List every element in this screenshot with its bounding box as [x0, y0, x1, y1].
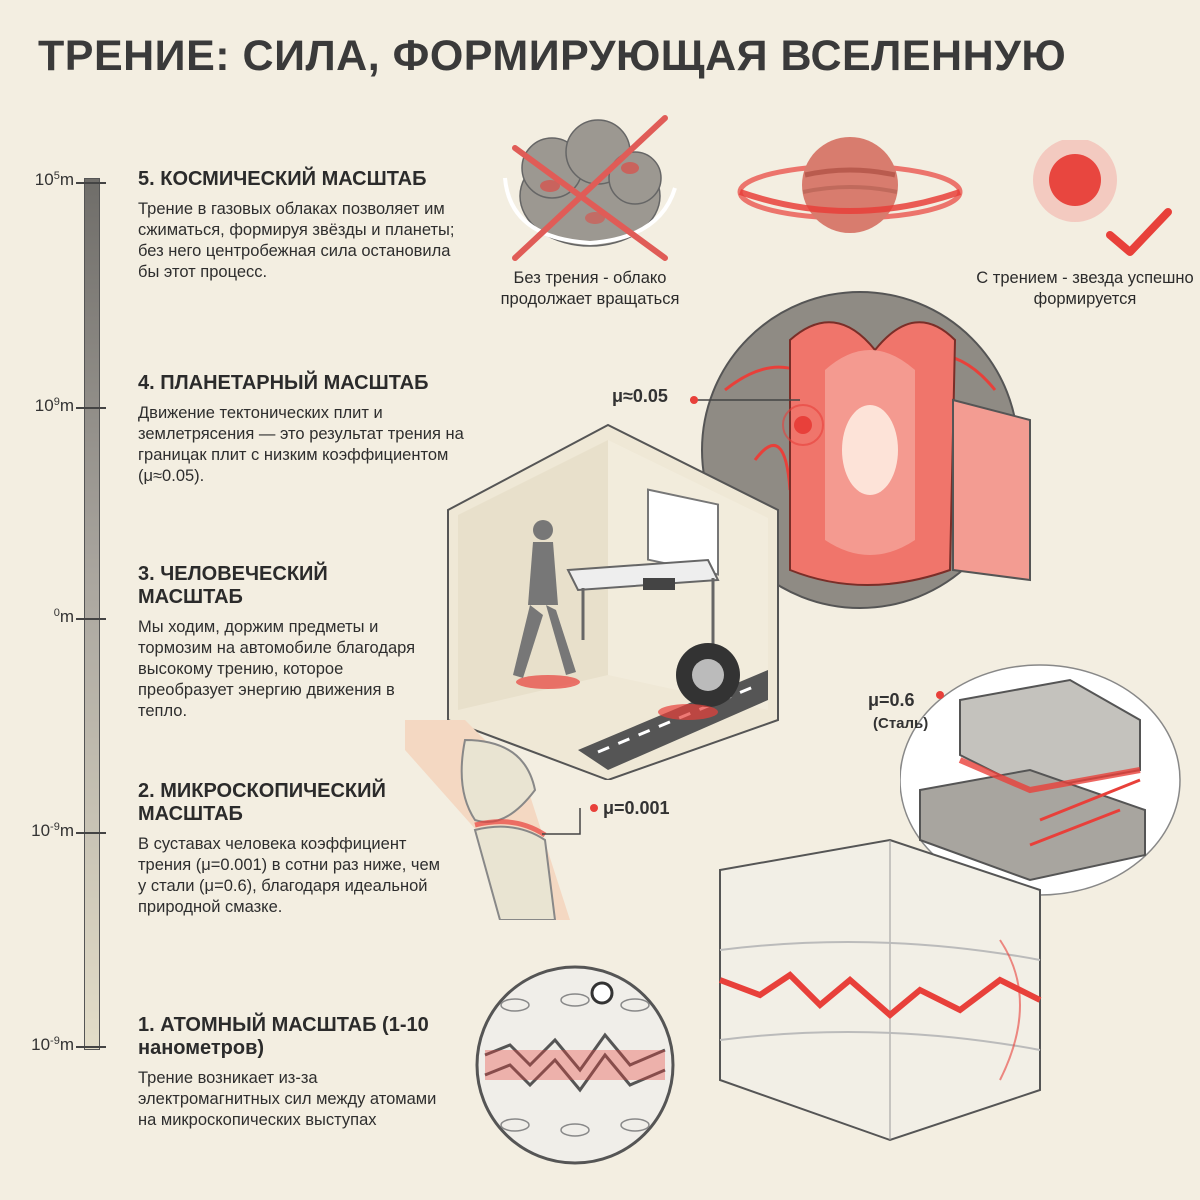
caption-with-friction: С трением - звезда успешно формируется [976, 269, 1194, 308]
section-body: В суставах человека коэффициент трения (… [138, 835, 440, 917]
star-formed-illustration [1033, 140, 1172, 256]
steel-blocks-illustration [900, 664, 1181, 896]
section-body: Мы ходим, доржим предметы и тормозим на … [138, 618, 416, 721]
knee-joint-illustration [405, 720, 570, 920]
scale-label-1: 105m [34, 170, 74, 189]
scale-bar [84, 178, 100, 1050]
section-heading: 2. МИКРОСКОПИЧЕСКИЙ МАСШТАБ [138, 780, 386, 825]
earth-mu-label: μ≈0.05 [612, 386, 668, 406]
scale-tick [76, 407, 106, 409]
atomic-magnifier-illustration [475, 965, 675, 1165]
scale-tick [76, 832, 106, 834]
section-heading: 5. КОСМИЧЕСКИЙ МАСШТАБ [138, 168, 427, 190]
check-icon [1106, 208, 1172, 256]
earth-mu-leader [690, 396, 800, 404]
steel-mu-label: μ=0.6 [868, 690, 915, 710]
section-body: Трение в газовых облаках позволяет им сж… [138, 200, 455, 282]
scale-label-5: 10-9m [31, 1035, 74, 1054]
section-heading: 3. ЧЕЛОВЕЧЕСКИЙ МАСШТАБ [138, 563, 328, 608]
scale-label-3: 0m [53, 607, 74, 626]
scale-tick [76, 1046, 106, 1048]
steel-note: (Сталь) [873, 715, 929, 732]
scale-tick [76, 182, 106, 184]
section-body: Трение возникает из-за электромагнитных … [138, 1069, 437, 1130]
section-planetary: 4. ПЛАНЕТАРНЫЙ МАСШТАБ Движение тектонич… [138, 372, 468, 487]
section-body: Движение тектонических плит и землетрясе… [138, 404, 464, 486]
page-title: ТРЕНИЕ: СИЛА, ФОРМИРУЮЩАЯ ВСЕЛЕННУЮ [38, 32, 1067, 80]
gas-cloud-no-friction-illustration [503, 115, 677, 261]
scale-label-2: 109m [34, 396, 74, 415]
caption-no-friction: Без трения - облако продолжает вращаться [500, 269, 680, 308]
human-room-illustration [447, 423, 779, 780]
section-microscopic: 2. МИКРОСКОПИЧЕСКИЙ МАСШТАБ В суставах ч… [138, 780, 448, 918]
joint-mu-label: μ=0.001 [603, 798, 670, 818]
steel-mu-leader [936, 691, 944, 699]
earth-cross-section-illustration [701, 291, 1031, 609]
section-heading: 1. АТОМНЫЙ МАСШТАБ (1-10 нанометров) [138, 1014, 429, 1059]
section-human: 3. ЧЕЛОВЕЧЕСКИЙ МАСШТАБ Мы ходим, доржим… [138, 563, 438, 723]
section-cosmic: 5. КОСМИЧЕСКИЙ МАСШТАБ Трение в газовых … [138, 168, 468, 283]
joint-mu-leader [542, 804, 598, 835]
section-atomic: 1. АТОМНЫЙ МАСШТАБ (1-10 нанометров) Тре… [138, 1014, 438, 1131]
section-heading: 4. ПЛАНЕТАРНЫЙ МАСШТАБ [138, 372, 429, 394]
scale-tick [76, 618, 106, 620]
planet-ring-illustration [737, 137, 963, 233]
scale-label-4: 10-9m [31, 821, 74, 840]
rock-layers-cross-section [718, 838, 1042, 1142]
